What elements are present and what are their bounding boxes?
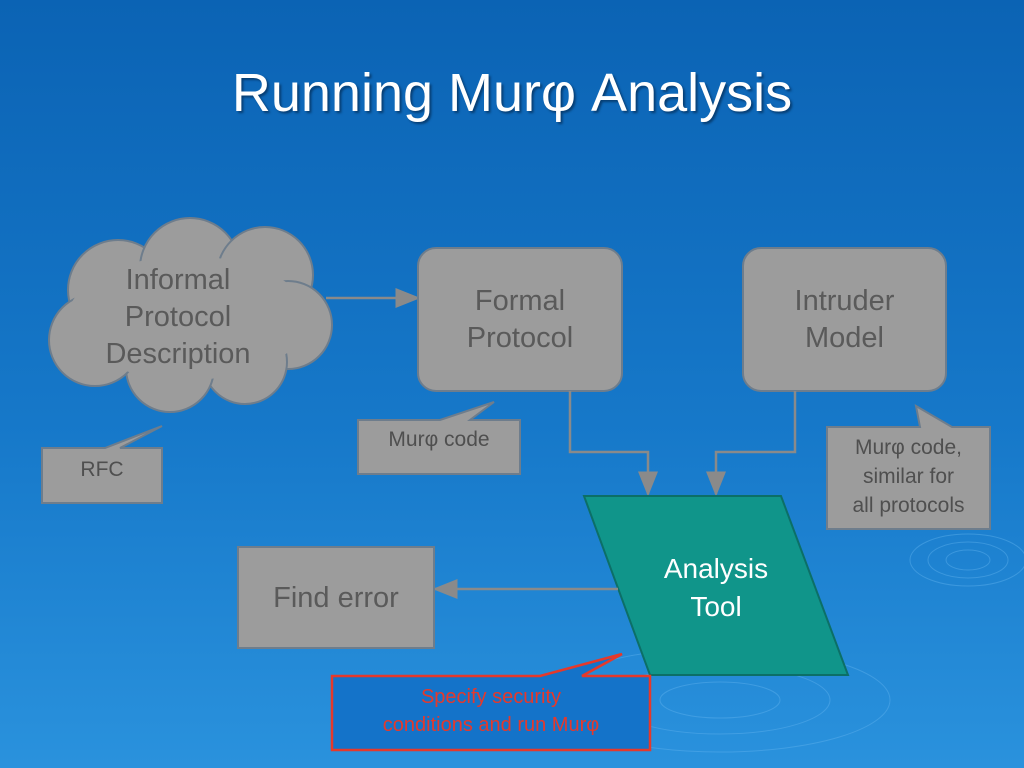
formal-protocol-box [417, 247, 623, 392]
murphi-similar-callout [826, 404, 991, 530]
informal-protocol-label: Informal Protocol Description [105, 264, 251, 370]
murphi-code-label: Murφ code [388, 428, 490, 451]
analysis-tool-box [582, 495, 850, 676]
intruder-model-label: Intruder Model [794, 285, 895, 354]
specify-label: Specify security conditions and run Murφ [382, 686, 600, 736]
analysis-tool-label: Analysis Tool [663, 553, 769, 622]
specify-callout [330, 652, 652, 752]
rfc-label: RFC [80, 458, 124, 481]
arrow-intruder-to-analysis [706, 391, 797, 497]
rfc-callout [41, 425, 163, 504]
murphi-code-callout [357, 401, 521, 475]
arrow-formal-to-analysis [568, 391, 658, 497]
slide-title: Running Murφ Analysis [231, 63, 793, 123]
find-error-label: Find error [273, 582, 399, 614]
informal-protocol-cloud [48, 217, 333, 413]
intruder-model-box [742, 247, 947, 392]
murphi-similar-label: Murφ code, similar for all protocols [852, 436, 965, 517]
find-error-box [237, 546, 435, 649]
formal-protocol-label: Formal Protocol [466, 285, 574, 354]
